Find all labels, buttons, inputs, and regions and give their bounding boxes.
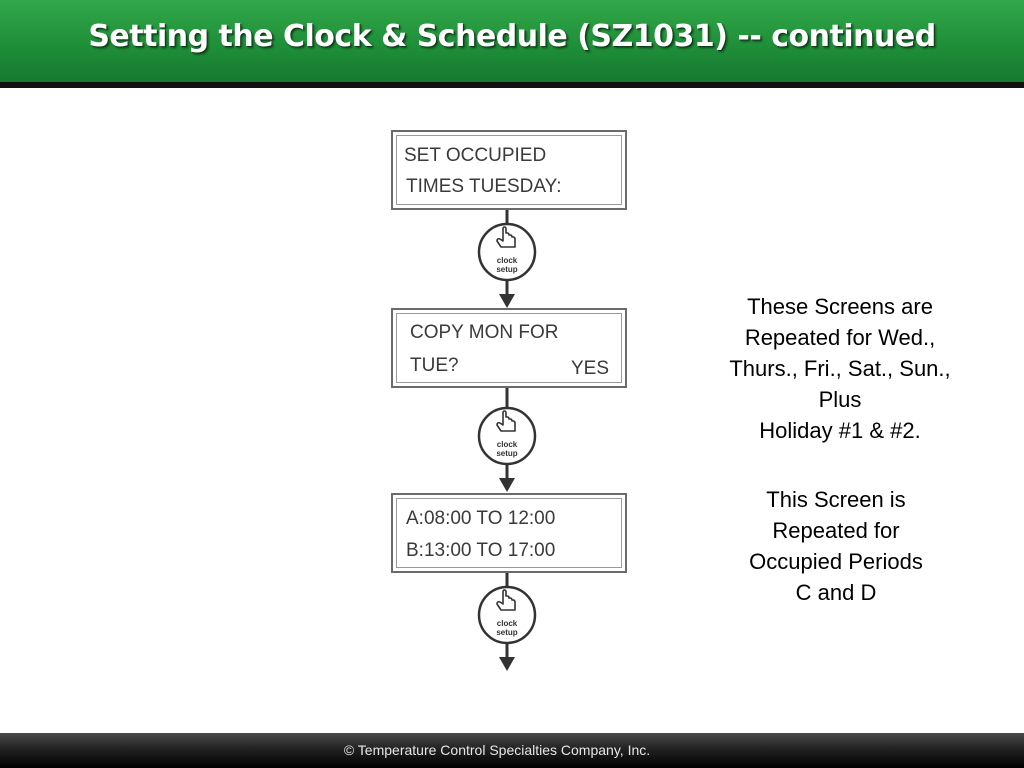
lcd-line-1: SET OCCUPIED [404,145,547,166]
note-line: Occupied Periods [749,549,923,574]
lcd-line-2: B:13:00 TO 17:00 [406,540,556,561]
button-label-clock: clock [497,619,518,628]
lcd-line-2-right: YES [570,358,609,379]
lcd-screen-copy-mon: COPY MON FOR TUE? YES [391,308,627,388]
note-line: Plus [818,387,862,412]
note-line: Repeated for [772,518,900,543]
down-arrow-icon [499,294,515,308]
button-label-setup: setup [496,265,517,274]
clock-setup-button: clock setup [477,406,537,466]
note-line: C and D [795,580,877,605]
down-arrow-icon [499,478,515,492]
clock-setup-button: clock setup [477,222,537,282]
lcd-screen-occupied-periods: A:08:00 TO 12:00 B:13:00 TO 17:00 [391,493,627,573]
lcd-screen-set-occupied: SET OCCUPIED TIMES TUESDAY: [391,130,627,210]
down-arrow-icon [499,657,515,671]
note-line: Holiday #1 & #2. [759,418,921,443]
lcd-line-1: A:08:00 TO 12:00 [406,508,556,529]
note-line: These Screens are [747,294,933,319]
title-underline [0,82,1024,88]
slide-title: Setting the Clock & Schedule (SZ1031) --… [88,19,936,54]
clock-setup-connector-3: clock setup [477,573,537,671]
button-label-setup: setup [496,628,517,637]
note-repeat-periods: This Screen is Repeated for Occupied Per… [706,484,966,608]
pointing-hand-icon [496,589,516,611]
flowchart: SET OCCUPIED TIMES TUESDAY: clock setup … [385,125,635,685]
lcd-line-1: COPY MON FOR [410,322,559,343]
lcd-line-2: TUE? [410,355,459,376]
button-label-clock: clock [497,256,518,265]
button-label-setup: setup [496,449,517,458]
clock-setup-connector-1: clock setup [477,210,537,308]
copyright-text: © Temperature Control Specialties Compan… [343,742,651,758]
note-line: Repeated for Wed., [744,325,936,350]
clock-setup-button: clock setup [477,585,537,645]
lcd-line-2: TIMES TUESDAY: [406,176,562,197]
note-line: This Screen is [766,487,906,512]
note-repeat-days: These Screens are Repeated for Wed., Thu… [690,291,990,446]
footer-bar: © Temperature Control Specialties Compan… [0,733,1024,768]
button-label-clock: clock [497,440,518,449]
pointing-hand-icon [496,410,516,432]
note-line: Thurs., Fri., Sat., Sun., [729,356,951,381]
title-bar: Setting the Clock & Schedule (SZ1031) --… [0,0,1024,88]
clock-setup-connector-2: clock setup [477,388,537,492]
pointing-hand-icon [496,226,516,248]
